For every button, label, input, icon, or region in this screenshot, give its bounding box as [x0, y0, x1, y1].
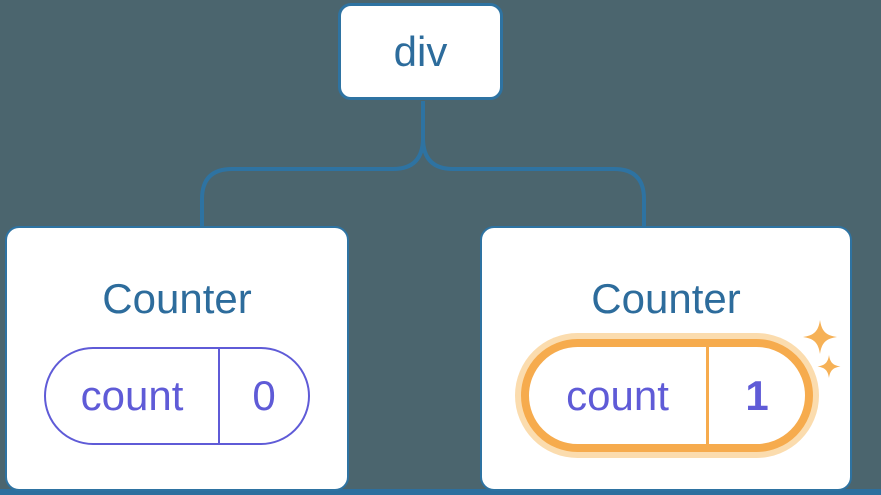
counter-card-left-title: Counter	[102, 275, 252, 322]
state-value: 0	[218, 349, 308, 443]
counter-card-right-title: Counter	[591, 275, 741, 322]
state-value: 1	[706, 347, 805, 444]
bottom-divider-bar	[0, 489, 881, 495]
state-label: count	[566, 371, 669, 419]
connector-right-branch	[421, 101, 646, 227]
state-pill-right-highlighted: count 1	[521, 339, 813, 452]
root-node-div: div	[338, 3, 503, 100]
state-label: count	[80, 372, 184, 419]
root-node-label: div	[393, 27, 448, 75]
state-pill-left: count 0	[44, 347, 310, 445]
connector-left-branch	[200, 101, 425, 227]
counter-card-left: Counter count 0	[5, 226, 349, 491]
counter-card-right: Counter count 1	[480, 226, 852, 491]
